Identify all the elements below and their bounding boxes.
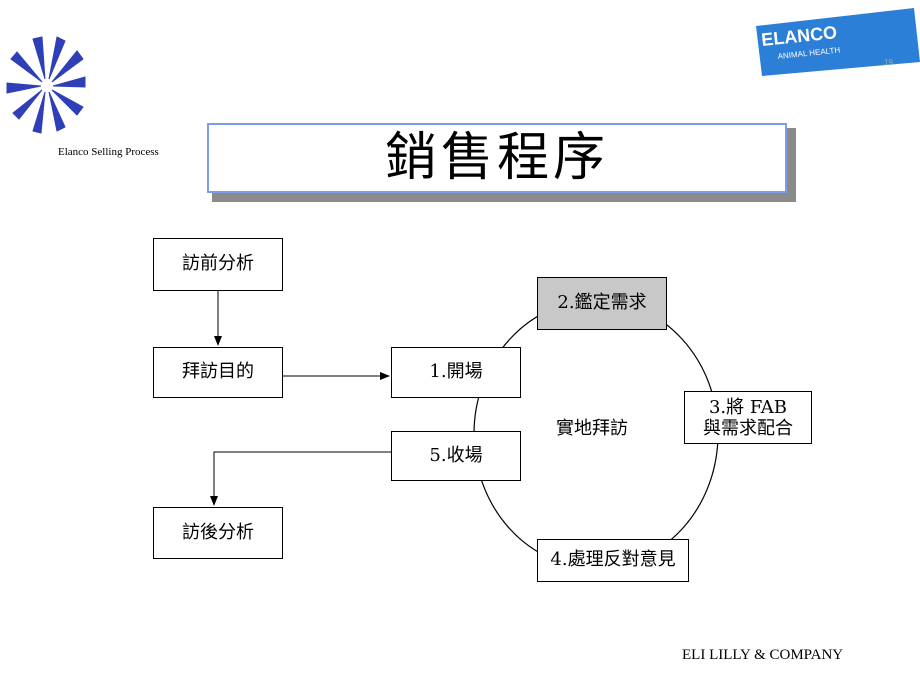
node-step-opening: 1.開場 — [391, 347, 521, 398]
node-step-closing: 5.收場 — [391, 431, 521, 481]
footer-company: ELI LILLY & COMPANY — [682, 647, 844, 663]
node-label: 4.處理反對意見 — [550, 549, 676, 571]
node-step-identify-needs: 2.鑑定需求 — [537, 277, 667, 330]
node-label: 訪後分析 — [182, 521, 254, 543]
cycle-center-label: 實地拜訪 — [556, 418, 628, 439]
arrow-close-to-post — [210, 451, 391, 506]
node-step-fab-match: 3.將 FAB 與需求配合 — [684, 391, 812, 444]
page-title: 銷售程序 — [384, 128, 609, 188]
node-visit-purpose: 拜訪目的 — [153, 347, 283, 398]
elanco-star-logo — [6, 36, 86, 134]
node-pre-visit-analysis: 訪前分析 — [153, 238, 283, 291]
tagline: Elanco Selling Process — [58, 146, 159, 158]
node-post-visit-analysis: 訪後分析 — [153, 507, 283, 559]
node-label: 2.鑑定需求 — [557, 292, 647, 314]
badge-background — [756, 8, 920, 76]
node-label: 訪前分析 — [182, 253, 254, 275]
node-step-handle-objections: 4.處理反對意見 — [537, 539, 689, 582]
page-number: 19 — [884, 58, 893, 67]
title-box: 銷售程序 — [207, 123, 787, 193]
node-label: 1.開場 — [429, 361, 483, 383]
node-label: 拜訪目的 — [182, 361, 254, 383]
node-label: 5.收場 — [429, 444, 483, 466]
elanco-brand-badge: ELANCO ANIMAL HEALTH — [756, 8, 920, 76]
node-label-line1: 3.將 FAB — [708, 396, 788, 418]
node-label-line2: 與需求配合 — [703, 417, 793, 439]
